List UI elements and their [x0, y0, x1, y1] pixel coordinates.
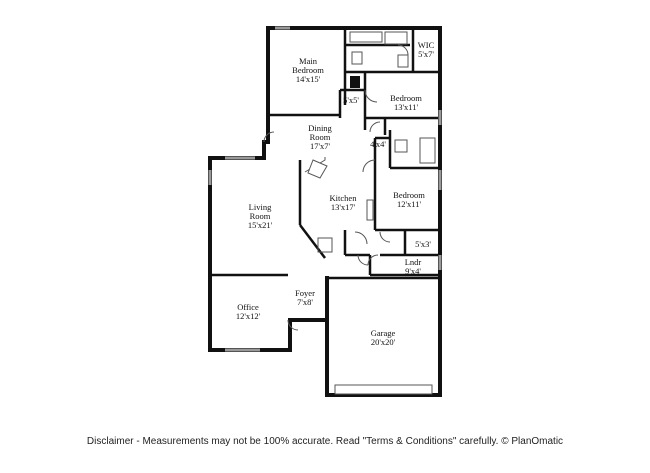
living-room-size: 15'x21' — [248, 220, 273, 230]
office-size: 12'x12' — [236, 311, 261, 321]
foyer-name: Foyer — [295, 288, 315, 298]
foyer-size: 7'x8' — [297, 297, 313, 307]
office-name: Office — [237, 302, 259, 312]
hall-4x4-size: 4'x4' — [370, 139, 386, 149]
floor-plan: Main Bedroom 14'x15' WIC 5'x7' Bedroom 1… — [208, 26, 442, 397]
living-room-name-2: Room — [250, 211, 271, 221]
wic-name: WIC — [418, 40, 435, 50]
laundry-name: Lndr — [405, 257, 422, 267]
closet-5x3-size: 5'x3' — [415, 239, 431, 249]
exterior-walls — [208, 26, 442, 397]
room-labels: Main Bedroom 14'x15' WIC 5'x7' Bedroom 1… — [236, 40, 435, 347]
windows — [208, 26, 442, 352]
closet-5x5-size: 5'x5' — [343, 95, 359, 105]
dining-room-name-2: Room — [310, 132, 331, 142]
garage-door — [334, 384, 433, 395]
doors — [263, 44, 409, 331]
living-room-name: Living — [249, 202, 272, 212]
interior-walls — [210, 28, 440, 280]
bedroom-lower-size: 12'x11' — [397, 199, 421, 209]
chimney-column — [350, 76, 360, 88]
bedroom-upper-size: 13'x11' — [394, 102, 418, 112]
garage-size: 20'x20' — [371, 337, 396, 347]
kitchen-size: 13'x17' — [331, 202, 356, 212]
garage-name: Garage — [371, 328, 396, 338]
dining-room-name: Dining — [308, 123, 332, 133]
bedroom-lower-name: Bedroom — [393, 190, 425, 200]
main-bedroom-name-2: Bedroom — [292, 65, 324, 75]
wic-size: 5'x7' — [418, 49, 434, 59]
disclaimer-text: Disclaimer - Measurements may not be 100… — [86, 436, 564, 447]
kitchen-island — [307, 159, 328, 179]
main-bedroom-name: Main — [299, 56, 318, 66]
laundry-size: 9'x4' — [405, 266, 421, 276]
dining-room-size: 17'x7' — [310, 141, 331, 151]
kitchen-name: Kitchen — [330, 193, 358, 203]
main-bedroom-size: 14'x15' — [296, 74, 321, 84]
bedroom-upper-name: Bedroom — [390, 93, 422, 103]
